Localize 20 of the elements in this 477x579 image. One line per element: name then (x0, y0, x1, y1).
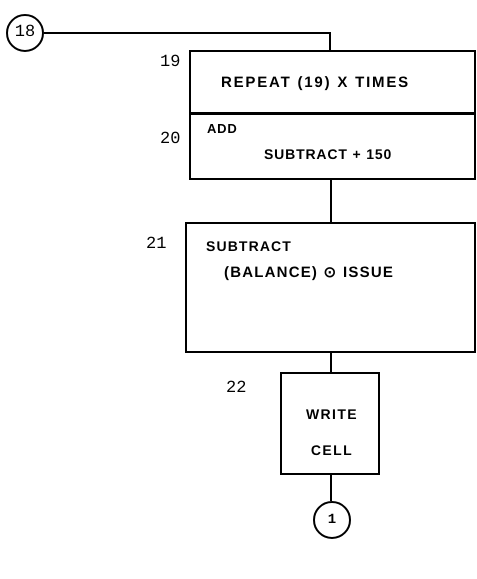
box-text: WRITE CELL (304, 405, 360, 460)
process-box (185, 222, 476, 353)
box-text: 1 (328, 510, 336, 530)
box-text: (BALANCE) ⊙ ISSUE (224, 263, 394, 283)
box-text: SUBTRACT (206, 237, 292, 256)
box-text: SUBTRACT + 150 (264, 145, 392, 164)
process-box (189, 50, 476, 114)
box-text: ADD (207, 120, 238, 138)
process-box (189, 113, 476, 180)
step-number: 19 (160, 52, 180, 74)
connector-line (44, 32, 331, 50)
process-box (280, 372, 380, 475)
step-number: 20 (160, 129, 180, 151)
box-text: REPEAT (19) X TIMES (221, 73, 410, 93)
connector-line (330, 180, 332, 222)
step-number: 21 (146, 234, 166, 256)
connector-line (330, 353, 332, 372)
step-number: 22 (226, 378, 246, 400)
connector-line (330, 475, 332, 501)
box-text: 18 (14, 22, 36, 44)
